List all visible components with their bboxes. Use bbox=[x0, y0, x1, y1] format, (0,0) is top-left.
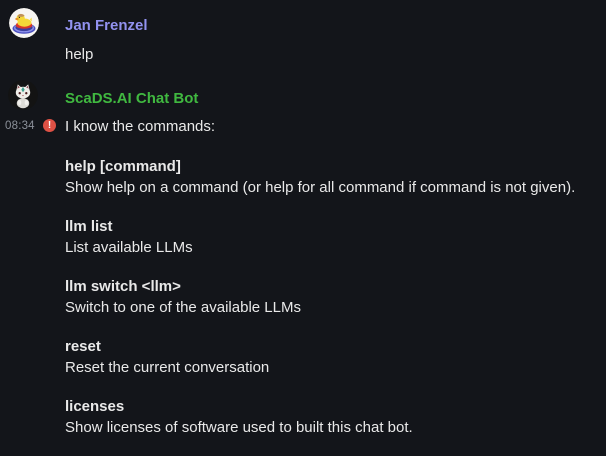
user-message-author[interactable]: Jan Frenzel bbox=[65, 17, 148, 34]
rubber-duck-icon bbox=[9, 8, 39, 38]
user-message-text: help bbox=[65, 46, 94, 63]
command-name: licenses bbox=[65, 398, 125, 415]
error-exclamation-icon: ! bbox=[43, 119, 56, 132]
command-description: Show help on a command (or help for all … bbox=[65, 179, 576, 196]
command-description: Show licenses of software used to built … bbox=[65, 419, 413, 436]
command-entry: llm list List available LLMs bbox=[65, 216, 575, 258]
message-timestamp: 08:34 bbox=[5, 120, 35, 132]
command-description: List available LLMs bbox=[65, 239, 193, 256]
bot-avatar[interactable] bbox=[8, 80, 38, 110]
command-name: llm switch <llm> bbox=[65, 278, 181, 295]
chat-message-list: Jan Frenzel help ScaDS.AI Chat Bot 08:34… bbox=[5, 8, 575, 436]
command-description: Reset the current conversation bbox=[65, 359, 270, 376]
command-entry: licenses Show licenses of software used … bbox=[65, 396, 575, 438]
command-entry: reset Reset the current conversation bbox=[65, 336, 575, 378]
command-name: help [command] bbox=[65, 158, 181, 175]
command-name: reset bbox=[65, 338, 101, 355]
command-entry: help [command] Show help on a command (o… bbox=[65, 156, 575, 198]
bot-message-author[interactable]: ScaDS.AI Chat Bot bbox=[65, 90, 199, 107]
command-name: llm list bbox=[65, 218, 113, 235]
user-avatar[interactable] bbox=[9, 8, 39, 38]
cat-bot-icon bbox=[8, 80, 38, 110]
command-description: Switch to one of the available LLMs bbox=[65, 299, 301, 316]
bot-message-intro: I know the commands: bbox=[65, 118, 216, 135]
command-help-list: help [command] Show help on a command (o… bbox=[65, 156, 575, 456]
command-entry: llm switch <llm> Switch to one of the av… bbox=[65, 276, 575, 318]
